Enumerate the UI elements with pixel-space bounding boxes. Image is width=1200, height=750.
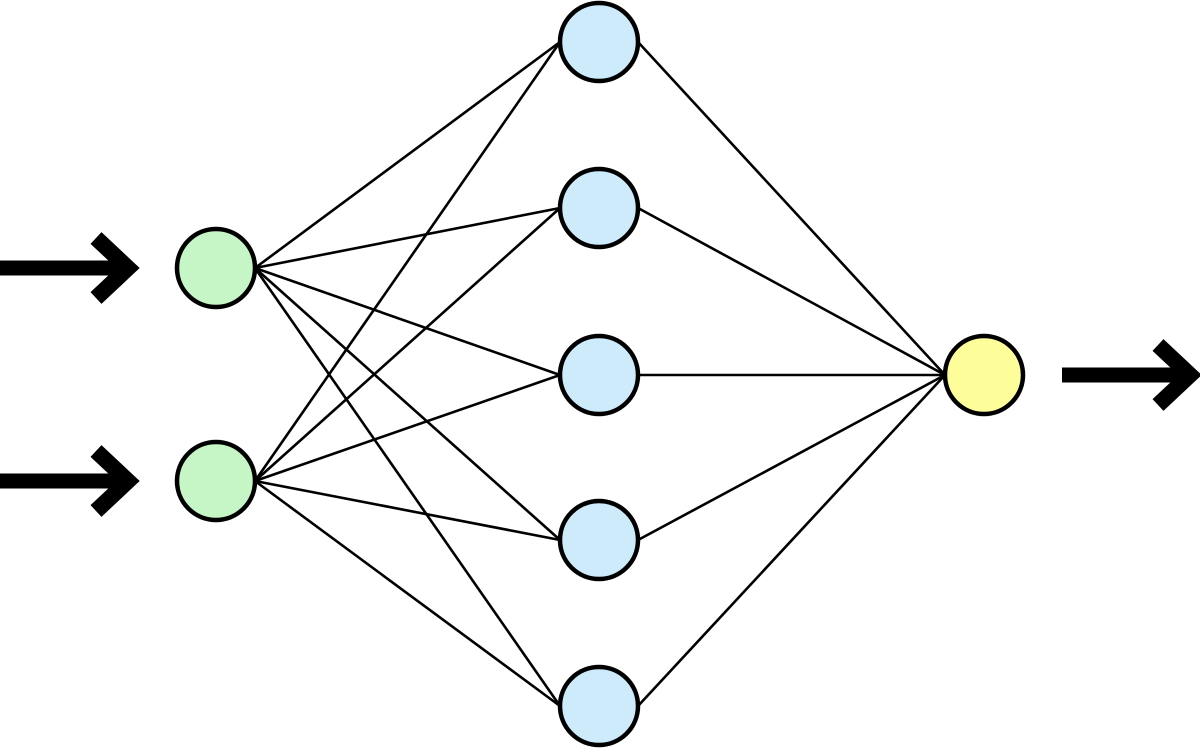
hidden-node-3 xyxy=(557,333,641,417)
input-node-1 xyxy=(174,226,258,310)
input-arrow-icon-1 xyxy=(0,232,140,304)
hidden-node-4 xyxy=(557,498,641,582)
edge-input1-hidden4 xyxy=(254,267,561,541)
edge-input2-hidden1 xyxy=(253,41,562,482)
edge-input2-hidden4 xyxy=(254,479,561,542)
connections-layer xyxy=(253,40,946,708)
edge-hidden1-output1 xyxy=(637,41,946,376)
edge-input1-hidden3 xyxy=(254,266,561,377)
hidden-node-1 xyxy=(557,0,641,84)
hidden-node-5 xyxy=(557,664,641,748)
hidden-node-2 xyxy=(557,166,641,250)
edge-input1-hidden2 xyxy=(254,206,561,270)
input-arrow-icon-1-head xyxy=(90,232,140,304)
edge-input2-hidden5 xyxy=(254,479,561,708)
edge-input2-hidden3 xyxy=(254,373,561,483)
edge-input1-hidden5 xyxy=(253,267,562,707)
output-arrow-icon-1-head xyxy=(1152,339,1200,411)
edge-hidden4-output1 xyxy=(637,373,946,542)
input-arrow-icon-2-head xyxy=(90,445,140,517)
arrows-layer xyxy=(0,232,1200,517)
nodes-layer xyxy=(174,0,1026,748)
input-arrow-icon-2 xyxy=(0,445,140,517)
input-node-2 xyxy=(174,439,258,523)
output-node-1 xyxy=(942,333,1026,417)
edge-hidden2-output1 xyxy=(637,206,946,377)
edge-hidden5-output1 xyxy=(637,374,946,707)
output-arrow-icon-1 xyxy=(1062,339,1200,411)
edge-input2-hidden2 xyxy=(254,207,561,482)
edge-input1-hidden1 xyxy=(254,40,561,270)
